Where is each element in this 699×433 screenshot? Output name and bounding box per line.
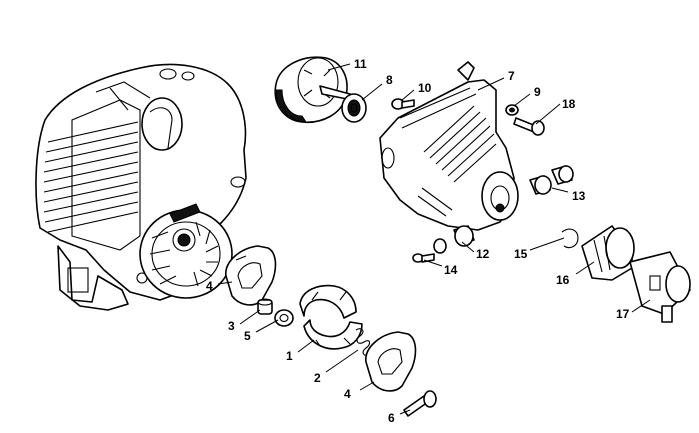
spacer-sleeve [257,298,273,315]
callout-9: 9 [534,85,541,99]
callout-18: 18 [562,97,576,111]
callout-6: 6 [388,411,395,425]
circlip [561,228,579,249]
screw-14 [412,253,435,263]
callout-labels: 11 8 10 7 9 18 13 12 14 15 16 17 4 3 5 1… [206,57,630,425]
ball-bearing [341,93,367,123]
callout-8: 8 [386,73,393,87]
callout-11: 11 [354,57,367,71]
callout-12: 12 [476,247,490,261]
carrier-plate-lower [365,331,417,392]
callout-10: 10 [418,81,432,95]
screw-10 [391,98,415,110]
callout-13: 13 [572,189,586,203]
clutch-housing [379,61,519,231]
housing-vents [417,105,497,217]
screw-18 [513,117,545,136]
clutch-drum [274,56,353,123]
callout-4-lower: 4 [344,387,351,401]
screw-lower [403,390,437,417]
callout-3: 3 [228,319,235,333]
callout-5: 5 [244,329,251,343]
cooling-fins [43,121,139,233]
washer [274,309,294,327]
carrier-plate-upper [225,245,277,306]
callout-15: 15 [514,247,528,261]
sleeves-12 [433,225,475,254]
callout-17: 17 [616,307,630,321]
leader-lines [217,63,651,415]
callout-4-upper: 4 [206,279,213,293]
callout-2: 2 [314,371,321,385]
callout-16: 16 [556,273,570,287]
sleeve-housing [581,225,635,281]
flywheel-fan [139,203,233,299]
washer-9 [505,104,519,116]
coupling [629,251,691,323]
sleeves-13 [529,165,574,195]
callout-1: 1 [286,349,293,363]
callout-14: 14 [444,263,458,277]
clutch-shoes [299,284,363,350]
callout-7: 7 [508,69,515,83]
